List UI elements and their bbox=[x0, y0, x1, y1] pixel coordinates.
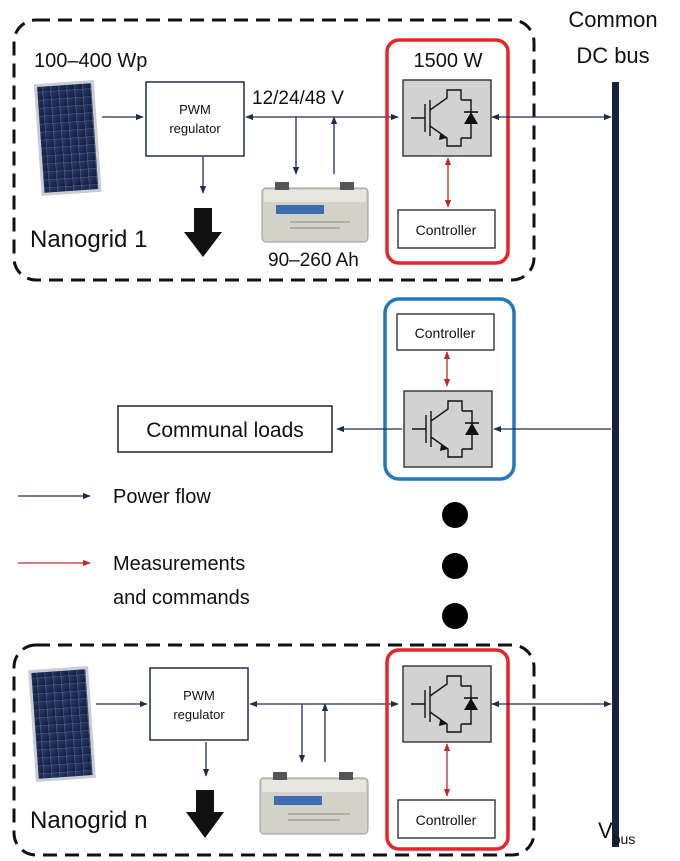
regulator-n-label-line2: regulator bbox=[173, 707, 225, 722]
battery-icon bbox=[261, 182, 369, 243]
controller-n-box bbox=[397, 799, 496, 839]
bus-title-line2: DC bus bbox=[576, 43, 649, 68]
controller-n-label: Controller bbox=[416, 812, 477, 828]
pv-panel-n-icon bbox=[28, 666, 96, 782]
battery-n-icon bbox=[259, 772, 369, 835]
legend-power-label: Power flow bbox=[113, 486, 211, 508]
controller-box bbox=[397, 209, 496, 249]
communal-loads-unit: Controller Communal loads bbox=[117, 297, 611, 481]
communal-loads-box bbox=[117, 405, 333, 453]
legend-measurement-label-line1: Measurements bbox=[113, 553, 245, 575]
legend-measurement-label-line2: and commands bbox=[113, 587, 250, 609]
pv-power-label: 100–400 Wp bbox=[34, 50, 147, 72]
battery-capacity-label: 90–260 Ah bbox=[268, 250, 359, 271]
load-n-down-arrow-icon bbox=[186, 790, 224, 838]
nanogrid-1-boundary bbox=[12, 18, 536, 282]
ellipsis-dot bbox=[442, 603, 468, 629]
bus-bar bbox=[612, 82, 619, 847]
nanogrid-n-boundary bbox=[12, 643, 536, 857]
bus-voltage-subscript: bus bbox=[613, 831, 636, 847]
load-down-arrow-icon bbox=[184, 208, 222, 257]
nanogrid-1-converter-frame bbox=[385, 38, 510, 265]
converter-n-switch-icon bbox=[402, 665, 492, 743]
communal-converter-switch-icon bbox=[403, 390, 493, 468]
pwm-regulator-box bbox=[145, 81, 245, 157]
converter-power-label: 1500 W bbox=[414, 50, 483, 72]
nanogrid-1-name: Nanogrid 1 bbox=[30, 226, 147, 253]
communal-loads-label: Communal loads bbox=[146, 419, 304, 442]
legend: Power flow Measurements and commands bbox=[18, 486, 250, 609]
ellipsis-dot bbox=[442, 553, 468, 579]
regulator-label-line1: PWM bbox=[179, 102, 211, 117]
nanogrid-n: PWM regulator Nanogrid n Controller bbox=[12, 643, 612, 857]
nanogrid-n-converter-frame bbox=[385, 648, 510, 851]
bus-voltage-label: Vbus bbox=[598, 818, 635, 847]
regulator-n-label-line1: PWM bbox=[183, 688, 215, 703]
communal-converter-frame bbox=[383, 297, 516, 481]
ellipsis-dot bbox=[442, 502, 468, 528]
nanogrid-1: 100–400 Wp PWM regulator 12/24/48 V Nano… bbox=[12, 18, 612, 282]
regulator-label-line2: regulator bbox=[169, 121, 221, 136]
communal-controller-box bbox=[396, 313, 495, 351]
common-dc-bus: Common DC bus Vbus bbox=[568, 7, 658, 847]
controller-label: Controller bbox=[416, 222, 477, 238]
nanogrid-n-name: Nanogrid n bbox=[30, 807, 147, 834]
pwm-regulator-n-box bbox=[149, 667, 249, 741]
converter-switch-icon bbox=[402, 79, 492, 157]
bus-title-line1: Common bbox=[568, 7, 657, 32]
more-nanogrids-ellipsis bbox=[442, 502, 468, 629]
pv-panel-icon bbox=[33, 80, 102, 196]
communal-controller-label: Controller bbox=[415, 325, 476, 341]
bus-voltage-main: V bbox=[598, 818, 613, 843]
voltage-label: 12/24/48 V bbox=[252, 88, 344, 109]
